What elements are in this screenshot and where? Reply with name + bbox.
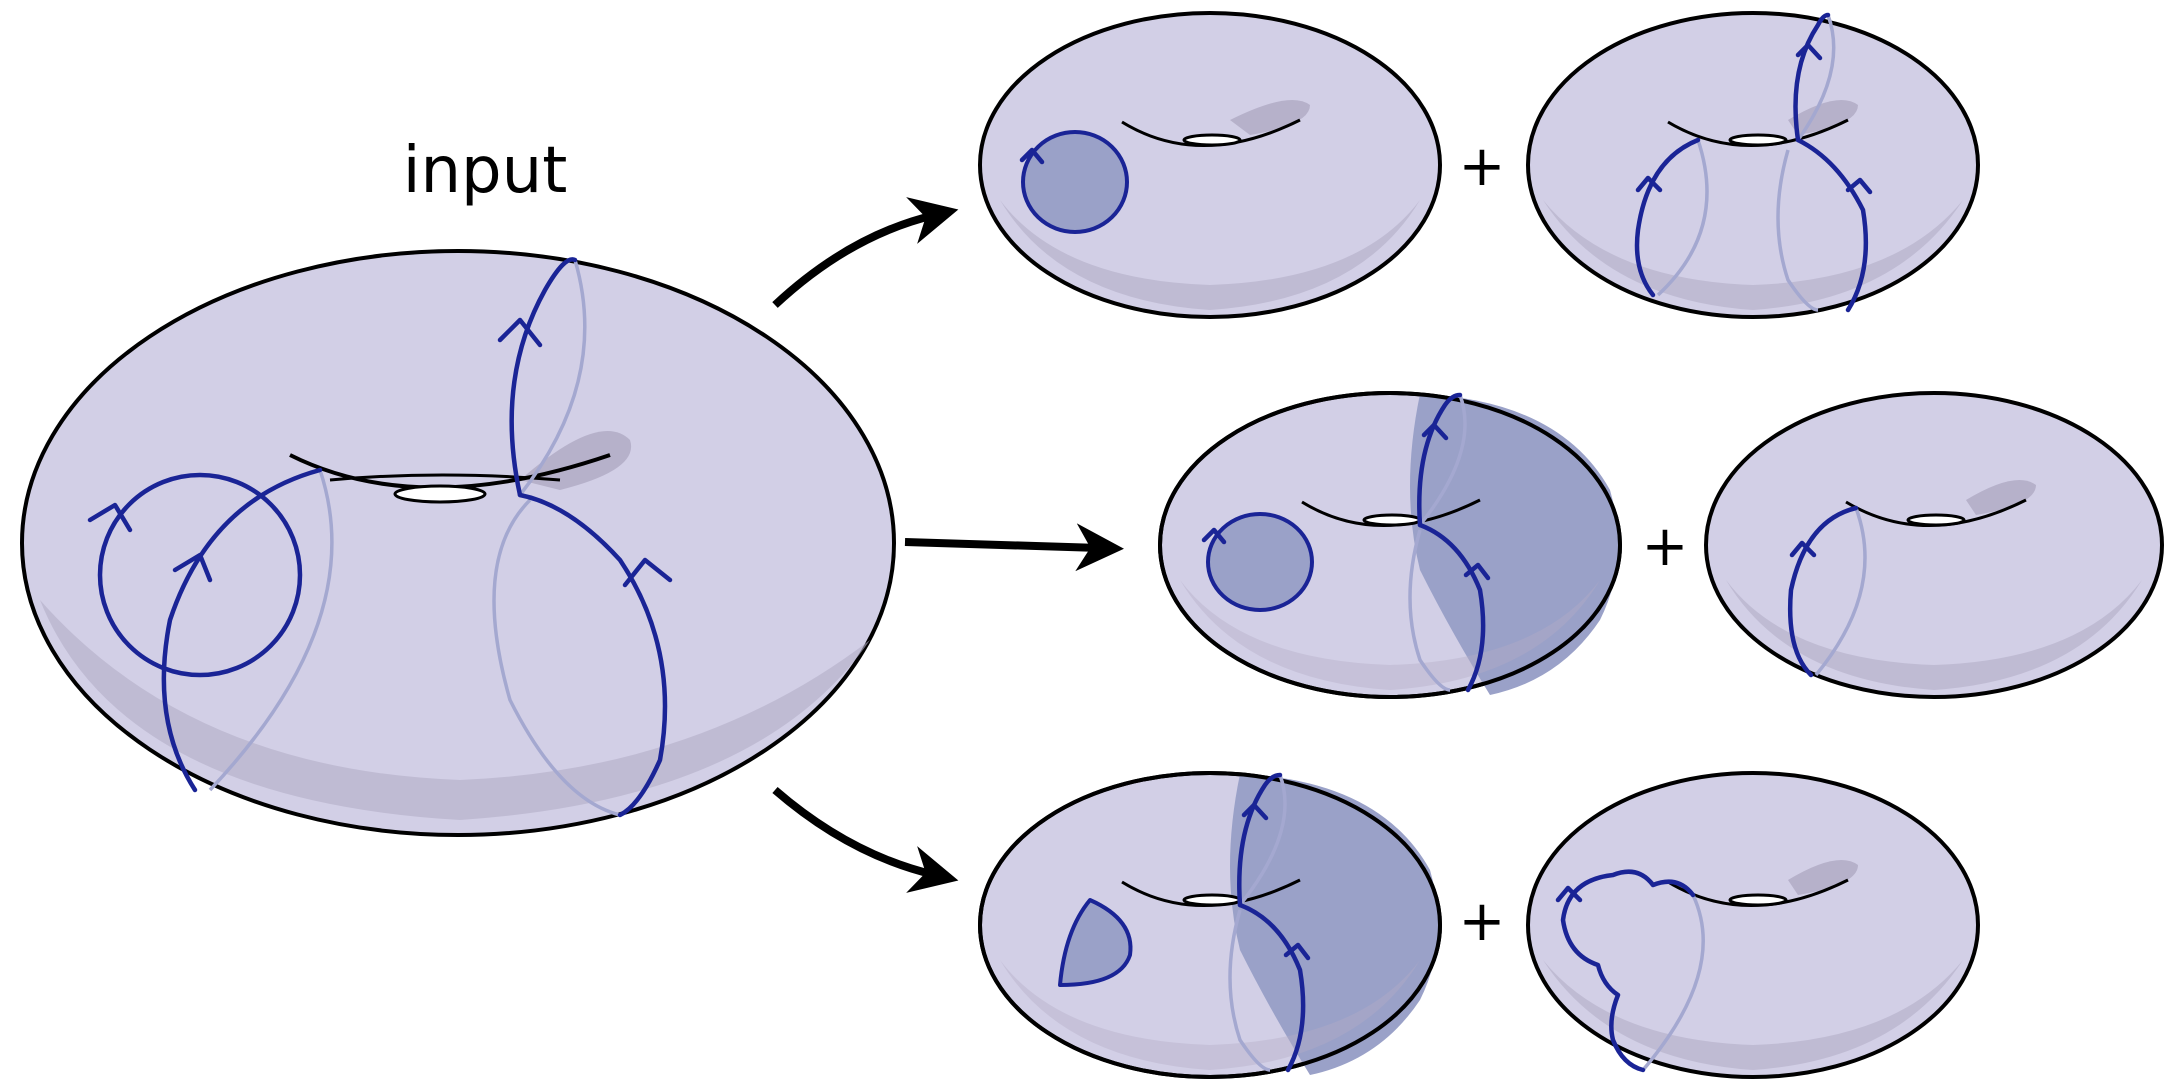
arrow-to-bottom-row (775, 790, 935, 875)
small-disk (1023, 132, 1127, 232)
arrow-to-top-row (775, 215, 935, 305)
plus-sign-middle: + (1642, 514, 1689, 579)
small-disk (1208, 514, 1312, 610)
top-right-torus (1528, 13, 1978, 317)
input-torus (22, 251, 894, 835)
plus-sign-bottom: + (1459, 889, 1506, 954)
bottom-left-torus (980, 773, 1440, 1077)
bottom-right-torus (1528, 773, 1978, 1077)
plus-sign-top: + (1459, 134, 1506, 199)
input-label: input (403, 134, 568, 208)
middle-left-torus (1160, 393, 1620, 697)
top-left-torus (980, 13, 1440, 317)
middle-right-torus (1706, 393, 2162, 697)
arrow-to-middle-row (905, 542, 1100, 548)
